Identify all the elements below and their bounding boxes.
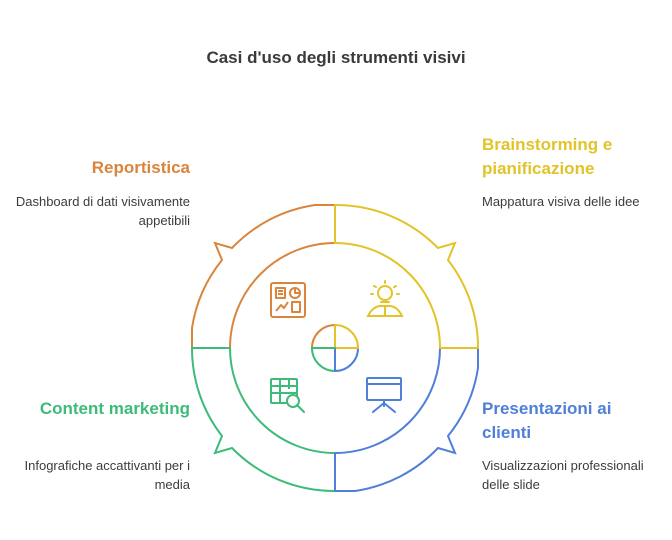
brainstorming-description: Mappatura visiva delle idee [482, 194, 640, 209]
inner-arc-blue [334, 347, 441, 454]
presentation-board-icon [366, 377, 402, 413]
center-arc-green [311, 347, 336, 372]
lightbulb-icon [366, 280, 404, 317]
reportistica-description: Dashboard di dati visivamente appetibili [15, 194, 190, 228]
outer-arc-blue [334, 347, 479, 492]
outer-arc-orange [191, 204, 336, 349]
brainstorming-heading: Brainstorming e pianificazione [482, 135, 613, 178]
center-arc-yellow [334, 324, 359, 349]
presentazioni-description: Visualizzazioni professionali delle slid… [482, 458, 644, 492]
presentazioni-heading: Presentazioni ai clienti [482, 399, 612, 442]
inner-arc-green [229, 347, 336, 454]
content-marketing-heading: Content marketing [39, 399, 190, 418]
outer-arc-yellow [334, 203, 480, 349]
table-search-icon [270, 378, 305, 413]
outer-arc-green [190, 347, 336, 493]
reportistica-heading: Reportistica [91, 158, 190, 177]
inner-arc-yellow [334, 242, 441, 349]
content-marketing-description: Infografiche accattivanti per i media [24, 458, 190, 492]
center-arc-blue [334, 347, 359, 372]
center-arc-orange [311, 324, 336, 349]
page-title: Casi d'uso degli strumenti visivi [206, 48, 466, 67]
dashboard-icon [270, 282, 306, 318]
inner-arc-orange [229, 242, 336, 349]
